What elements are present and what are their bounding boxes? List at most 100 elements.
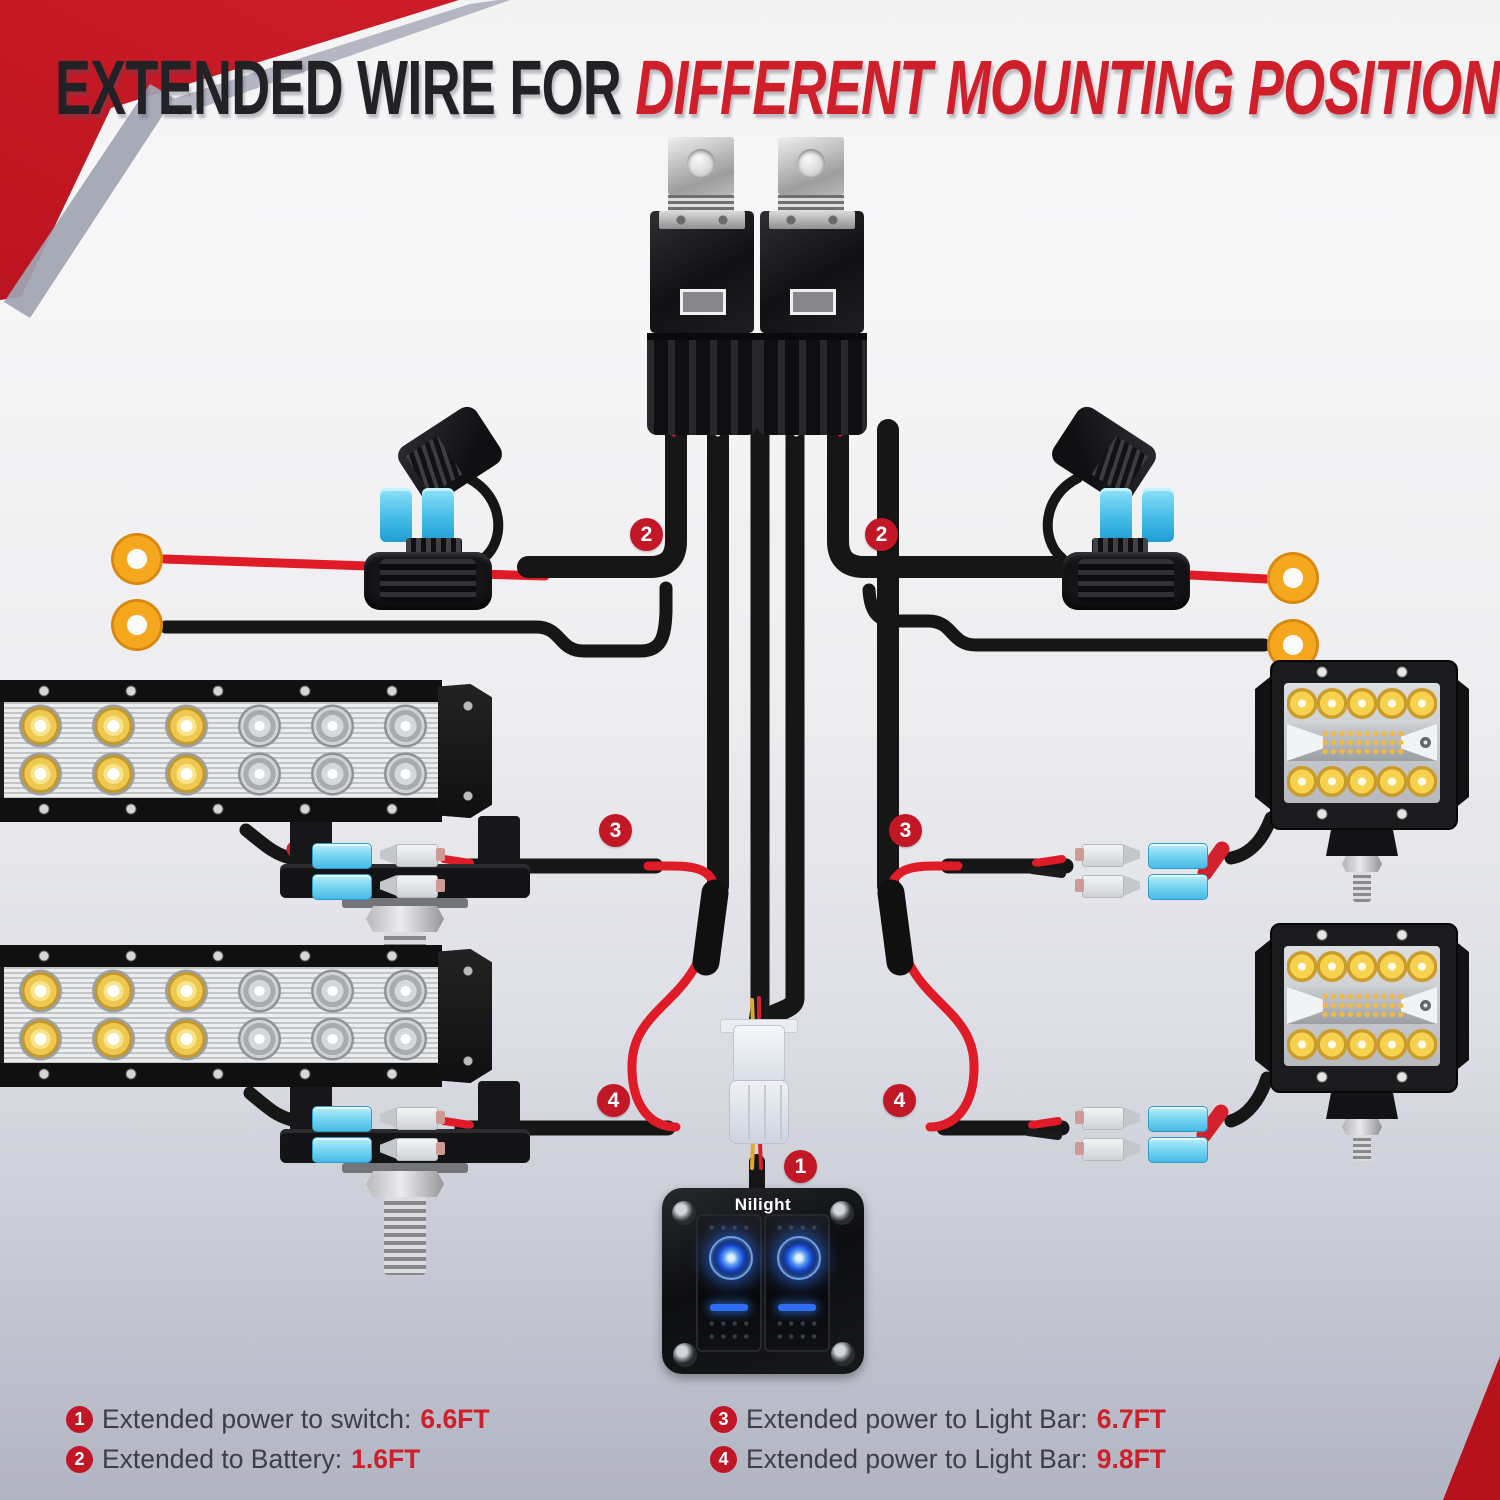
panel-screw-hole [831,1342,855,1366]
blue-spade-connector [1148,843,1208,869]
blue-spade-connector [312,874,372,900]
blue-spade-connector [1148,1106,1208,1132]
panel-screw-hole [673,1343,697,1367]
legend-item-1: 1 Extended power to switch: 6.6FT [66,1404,490,1435]
relay-clamp [769,211,855,229]
clear-spade-connector [380,1107,445,1130]
panel-screw-hole [672,1201,696,1225]
panel-screw-hole [830,1201,854,1225]
connector-male-half [733,1025,785,1083]
pod-led-row-top [1287,948,1437,985]
legend-badge-4: 4 [710,1446,737,1473]
marker-lightbar-b-right: 4 [883,1084,916,1117]
relay-tab-ridge [668,195,734,211]
pod-reflector [1287,724,1323,761]
title-prefix: EXTENDED WIRE FOR [55,45,636,131]
fuse-holder-left [360,402,532,610]
pod-reflector [1401,724,1437,761]
legend-label-2: Extended to Battery: [102,1444,343,1474]
blade-fuse [1100,488,1174,542]
marker-battery-right: 2 [865,518,898,551]
pod-led-row-middle [1287,987,1437,1024]
legend-badge-1: 1 [66,1406,93,1433]
pod-mini-leds [1321,992,1405,1019]
brand-logo: Nilight [734,1195,792,1214]
pod-mount-nut [1342,856,1382,872]
relay-socket [757,333,867,435]
rocker-texture [774,1221,820,1234]
light-bar-leds-yellow [4,702,223,798]
light-bar-leds-yellow [4,967,223,1063]
legend-item-2: 2 Extended to Battery: 1.6FT [66,1444,420,1475]
legend-badge-3: 3 [710,1406,737,1433]
pod-screws [1282,663,1442,681]
pod-screws [1282,926,1442,944]
ring-terminal-left-negative [111,599,163,651]
relay-left [647,137,757,435]
blue-spade-connector [312,843,372,869]
clear-spade-connector [380,875,445,898]
pod-mount-bolt [1353,1135,1371,1161]
clear-spade-connector [1075,1107,1140,1130]
blue-spade-connector [1148,874,1208,900]
quick-connector-right-top [1060,843,1208,901]
rocker-switch-panel: Nilight [662,1188,864,1374]
pod-led-face [1284,946,1440,1066]
light-bar-frame [0,680,442,702]
pod-led-face [1284,683,1440,803]
pod-led-row-bottom [1287,763,1437,800]
clear-spade-connector [1075,1138,1140,1161]
legend-label-1: Extended power to switch: [102,1404,412,1434]
marker-lightbar-b-left: 4 [597,1084,630,1117]
marker-switch: 1 [784,1150,817,1183]
clear-spade-connector [380,1138,445,1161]
pod-mount-bottom [1326,1089,1398,1163]
blue-spade-connector [1148,1137,1208,1163]
blue-spade-connector [312,1106,372,1132]
rocker-blue-indicator-icon [709,1236,753,1280]
rocker-blue-indicator-icon [777,1236,821,1280]
rocker-switch-right[interactable] [764,1214,830,1352]
light-bar-top-left [0,680,494,822]
pod-reflector [1287,987,1323,1024]
rocker-blue-bar-icon [710,1304,748,1311]
rocker-switch-left[interactable] [696,1214,762,1352]
light-bar-frame [0,798,442,822]
rocker-blue-bar-icon [778,1304,816,1311]
relay-socket [647,333,757,435]
fuse-collar [406,538,462,554]
light-bar-leds-silver [223,702,442,798]
clear-spade-connector [380,844,445,867]
bracket-nut [366,906,444,932]
pod-reflector [1401,987,1437,1024]
legend-value-1: 6.6FT [420,1404,490,1434]
marker-battery-left: 2 [630,518,663,551]
quick-connector-left-bottom [312,1106,460,1164]
pod-screws [1282,805,1442,823]
pod-screws [1282,1068,1442,1086]
relay-tab-ridge [778,195,844,211]
pod-mini-leds [1321,729,1405,756]
light-bar-frame [0,1063,442,1087]
quick-connector-right-bottom [1060,1106,1208,1164]
bracket-washer [342,898,468,908]
pod-led-row-top [1287,685,1437,722]
relay-clamp [659,211,745,229]
ring-terminal-left-positive [111,533,163,585]
legend-value-4: 9.8FT [1096,1444,1166,1474]
light-bar-endcap [438,949,492,1083]
fuse-holder-right [1022,402,1194,610]
relay-mount-tab-icon [778,137,844,195]
clear-spade-connector [1075,844,1140,867]
ring-terminal-right-positive [1267,552,1319,604]
legend-label-4: Extended power to Light Bar: [746,1444,1088,1474]
bracket-nut [366,1171,444,1197]
quick-connector-left-top [312,843,460,901]
light-bar-leds-silver [223,967,442,1063]
cable-split-boots [692,879,914,976]
switch-plug-connector [720,1016,798,1146]
legend-label-3: Extended power to Light Bar: [746,1404,1088,1434]
connector-female-half [729,1080,789,1144]
